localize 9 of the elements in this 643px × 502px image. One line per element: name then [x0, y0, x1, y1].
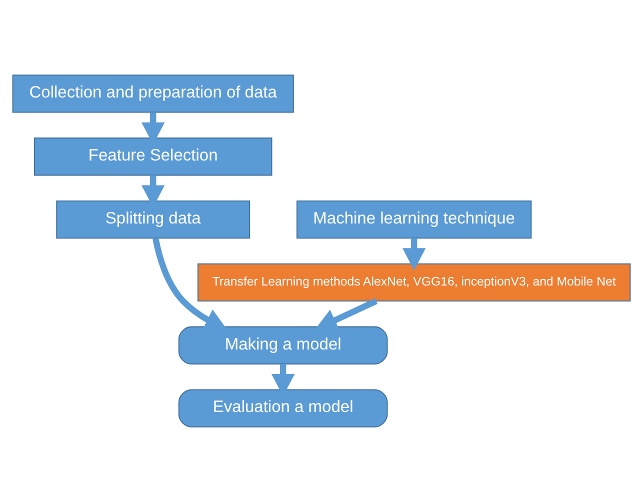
node-box: Transfer Learning methods AlexNet, VGG16, inceptionV3, and Mobile Net	[197, 263, 631, 302]
node-box: Splitting data	[56, 200, 250, 239]
node-box: Feature Selection	[34, 138, 272, 176]
node-box: Collection and preparation of data	[12, 74, 294, 113]
node-box: Machine learning technique	[296, 200, 532, 239]
arrow	[402, 238, 426, 270]
node-box: Evaluation a model	[178, 389, 388, 428]
node-box: Making a model	[178, 326, 388, 364]
arrow	[152, 238, 228, 330]
